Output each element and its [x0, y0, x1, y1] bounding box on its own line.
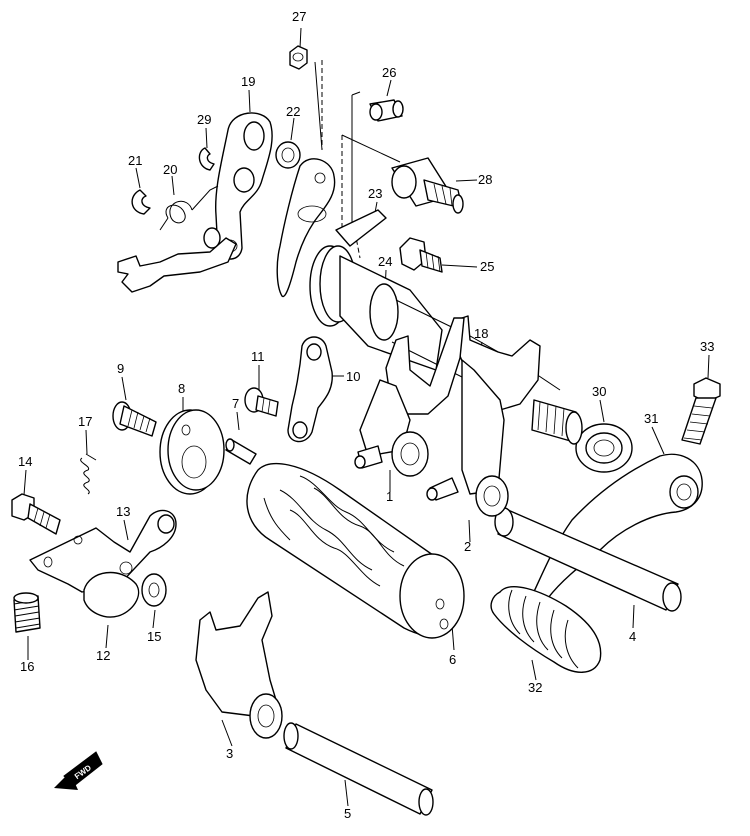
callout-11: 11	[251, 349, 265, 364]
callout-22: 22	[286, 104, 300, 119]
part-14-bolt	[11, 493, 61, 535]
callout-12: 12	[96, 648, 110, 663]
part-21-eclip	[131, 189, 151, 215]
callout-24: 24	[378, 254, 392, 269]
part-32-grip	[490, 586, 602, 673]
callout-31: 31	[644, 411, 658, 426]
callout-32: 32	[528, 680, 542, 695]
stopper-lever	[117, 227, 237, 293]
callout-4: 4	[629, 629, 636, 644]
part-16-spring	[13, 592, 41, 633]
callout-14: 14	[18, 454, 32, 469]
callout-13: 13	[116, 504, 130, 519]
part-29-clip	[198, 147, 215, 171]
callout-1: 1	[386, 489, 393, 504]
callout-15: 15	[147, 629, 161, 644]
callout-3: 3	[226, 746, 233, 761]
part-20-spring	[159, 185, 219, 231]
callout-5: 5	[344, 806, 351, 821]
part-5-rod	[283, 722, 434, 816]
gearshift-shaft-assy	[276, 158, 561, 405]
callout-26: 26	[382, 65, 396, 80]
part-22-collar	[275, 141, 301, 169]
part-7-pin	[225, 438, 257, 465]
part-15-washer	[141, 573, 167, 607]
part-18-fork	[426, 315, 541, 517]
callout-16: 16	[20, 659, 34, 674]
callout-20: 20	[163, 162, 177, 177]
callout-10: 10	[346, 369, 360, 384]
part-1-fork	[354, 317, 465, 477]
callout-21: 21	[128, 153, 142, 168]
callout-27: 27	[292, 9, 306, 24]
callout-29: 29	[197, 112, 211, 127]
part-28-bolt	[391, 157, 464, 214]
callout-28: 28	[478, 172, 492, 187]
callout-18: 18	[474, 326, 488, 341]
callout-17: 17	[78, 414, 92, 429]
part-27-nut	[289, 45, 308, 70]
part-9-screw	[112, 401, 157, 437]
callout-23: 23	[368, 186, 382, 201]
callout-25: 25	[480, 259, 494, 274]
shaft-spline-end	[531, 399, 583, 445]
part-13-link-plate	[29, 509, 177, 593]
callout-33: 33	[700, 339, 714, 354]
part-4-rod	[494, 507, 682, 612]
callout-7: 7	[232, 396, 239, 411]
callout-19: 19	[241, 74, 255, 89]
callout-2: 2	[464, 539, 471, 554]
part-30-bearing	[575, 423, 633, 473]
part-11-screw	[244, 387, 279, 417]
part-10-link-plate	[287, 336, 333, 443]
part-6-shift-drum	[246, 463, 465, 639]
part-19-arm-plate	[214, 112, 273, 260]
part-33-bolt	[681, 377, 721, 445]
callout-8: 8	[178, 381, 185, 396]
part-26-pin	[369, 99, 404, 122]
fwd-arrow-icon: FWD	[54, 751, 103, 790]
part-8-plate	[159, 409, 225, 495]
callout-9: 9	[117, 361, 124, 376]
part-3-fork	[195, 591, 283, 739]
callout-6: 6	[449, 652, 456, 667]
part-17-spring	[80, 453, 97, 495]
callout-30: 30	[592, 384, 606, 399]
part-25-bolt	[399, 237, 443, 273]
part-12-cam-plate	[83, 571, 140, 618]
callout-numbers: 27 26 19 22 29 21 20 28 23 24 25 18 33 9…	[18, 9, 714, 821]
